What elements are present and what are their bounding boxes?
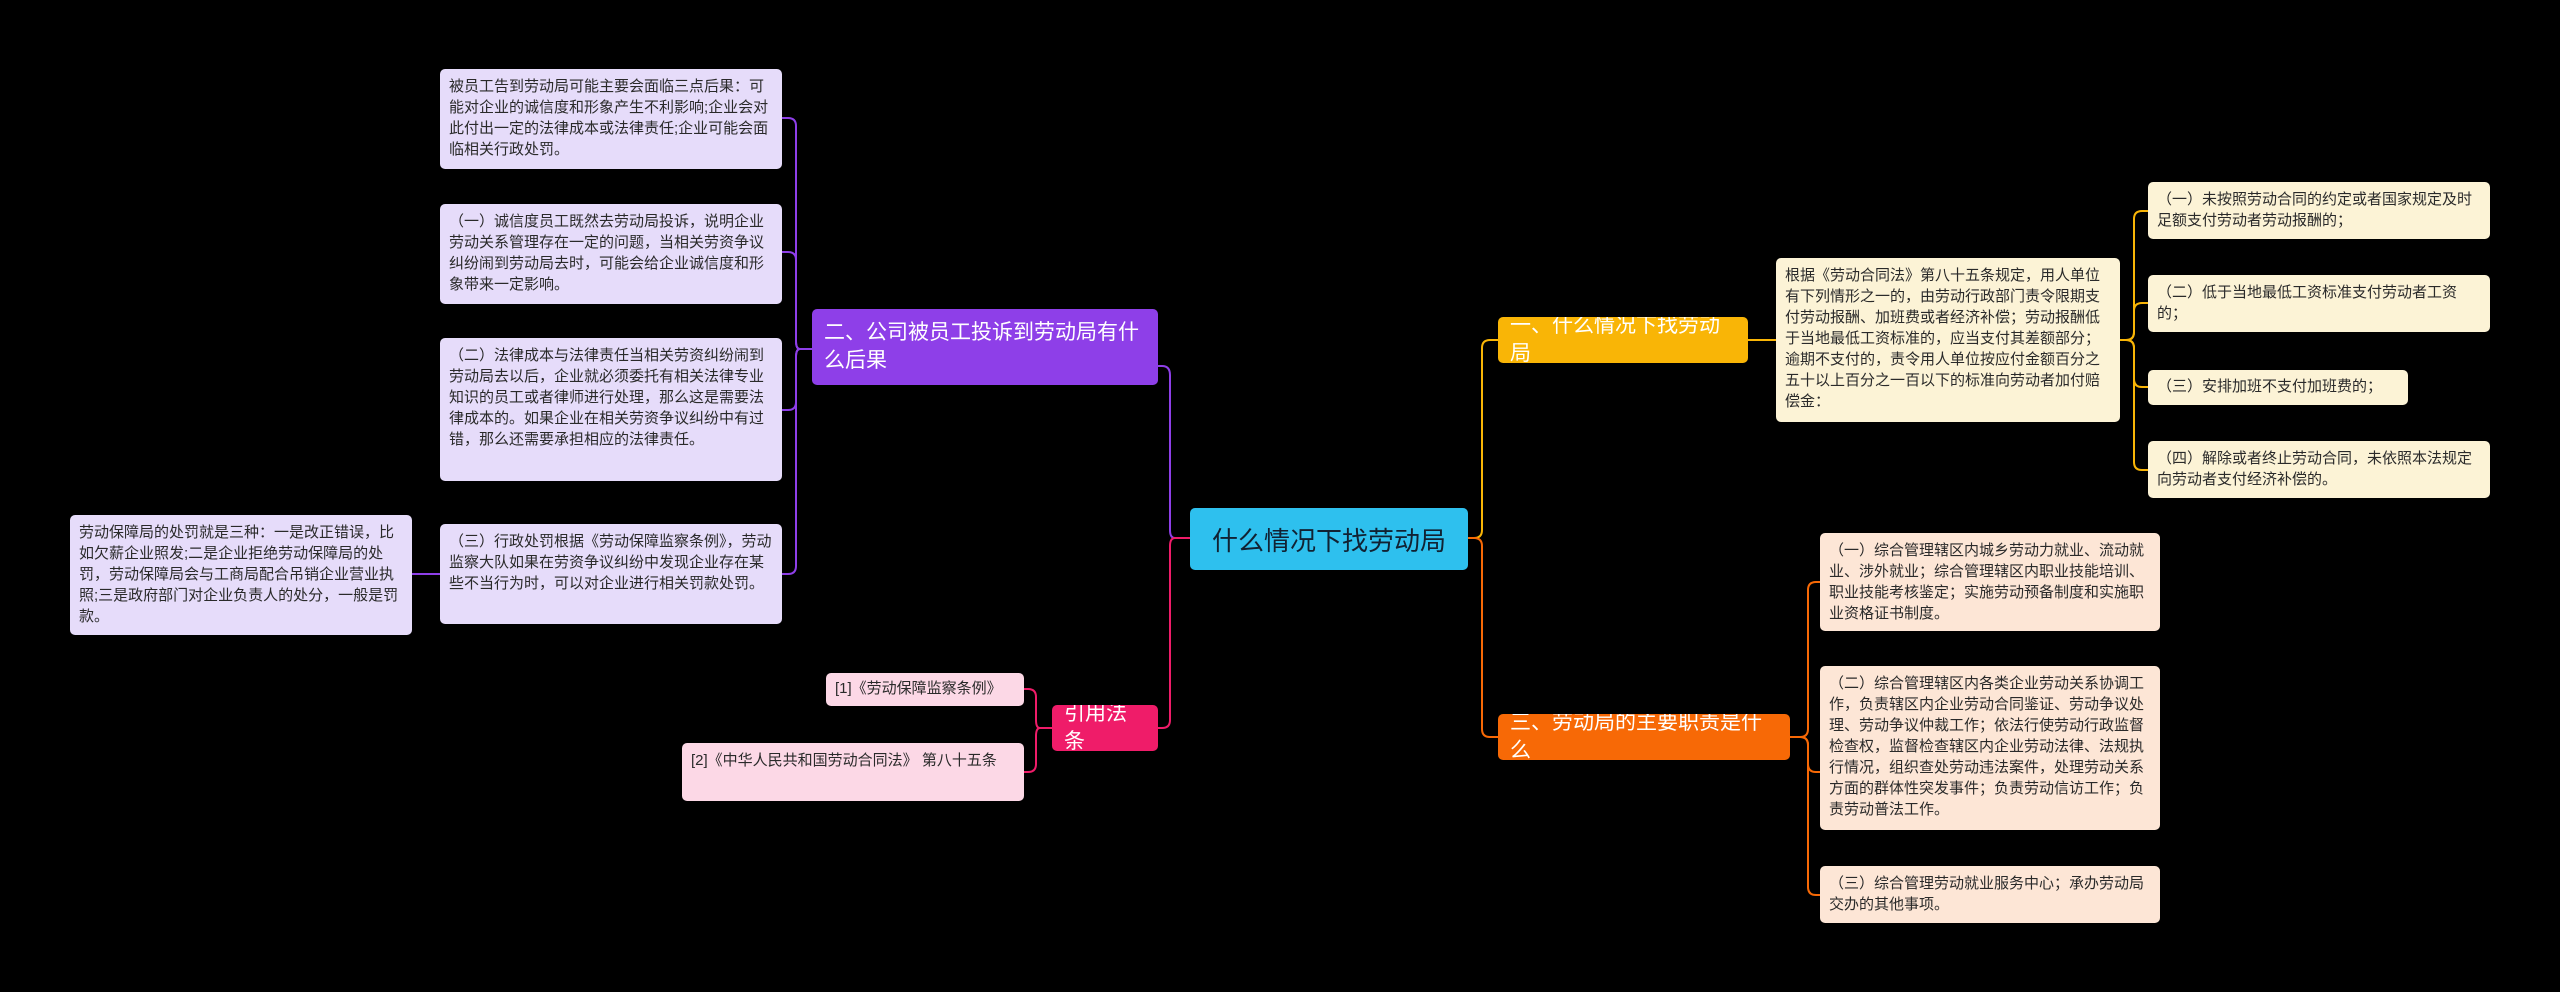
branch-duties-label: 三、劳动局的主要职责是什么	[1510, 714, 1762, 760]
yellow-connectors	[1748, 210, 2148, 471]
citation-1[interactable]: [1]《劳动保障监察条例》	[826, 673, 1024, 706]
orange-item-2-text: （二）综合管理辖区内各类企业劳动关系协调工作，负责辖区内企业劳动合同鉴证、劳动争…	[1829, 675, 2145, 818]
branch-citations-label: 引用法条	[1064, 705, 1127, 751]
connector-root-purple	[1158, 365, 1190, 539]
yellow-item-2[interactable]: （二）低于当地最低工资标准支付劳动者工资的；	[2148, 275, 2490, 332]
citation-1-text: [1]《劳动保障监察条例》	[835, 680, 1002, 697]
yellow-intro[interactable]: 根据《劳动合同法》第八十五条规定，用人单位有下列情形之一的，由劳动行政部门责令限…	[1776, 258, 2120, 422]
branch-duties[interactable]: 三、劳动局的主要职责是什么	[1498, 714, 1790, 760]
branch-when-to-go[interactable]: 一、什么情况下找劳动局	[1498, 317, 1748, 363]
purple-leaf-3[interactable]: （二）法律成本与法律责任当相关劳资纠纷闹到劳动局去以后，企业就必须委托有相关法律…	[440, 338, 782, 481]
orange-item-3[interactable]: （三）综合管理劳动就业服务中心；承办劳动局交办的其他事项。	[1820, 866, 2160, 923]
branch-when-to-go-label: 一、什么情况下找劳动局	[1510, 317, 1720, 363]
yellow-item-1[interactable]: （一）未按照劳动合同的约定或者国家规定及时足额支付劳动者劳动报酬的；	[2148, 182, 2490, 239]
orange-item-2[interactable]: （二）综合管理辖区内各类企业劳动关系协调工作，负责辖区内企业劳动合同鉴证、劳动争…	[1820, 666, 2160, 830]
branch-consequences[interactable]: 二、公司被员工投诉到劳动局有什么后果	[812, 309, 1158, 385]
yellow-item-1-text: （一）未按照劳动合同的约定或者国家规定及时足额支付劳动者劳动报酬的；	[2157, 191, 2473, 229]
purple-leaf-2[interactable]: （一）诚信度员工既然去劳动局投诉，说明企业劳动关系管理存在一定的问题，当相关劳资…	[440, 204, 782, 304]
purple-leaf-1-text: 被员工告到劳动局可能主要会面临三点后果：可能对企业的诚信度和形象产生不利影响;企…	[449, 78, 769, 158]
connector-root-pink	[1158, 537, 1190, 729]
purple-subleaf-penalty[interactable]: 劳动保障局的处罚就是三种：一是改正错误，比如欠薪企业照发;二是企业拒绝劳动保障局…	[70, 515, 412, 635]
purple-connectors	[412, 117, 812, 575]
connector-root-orange	[1468, 537, 1498, 738]
purple-leaf-4-text: （三）行政处罚根据《劳动保障监察条例》，劳动监察大队如果在劳资争议纠纷中发现企业…	[449, 533, 772, 592]
root-connectors	[1158, 339, 1498, 738]
branch-consequences-label: 二、公司被员工投诉到劳动局有什么后果	[824, 321, 1139, 372]
citation-2[interactable]: [2]《中华人民共和国劳动合同法》 第八十五条	[682, 743, 1024, 801]
root-title: 什么情况下找劳动局	[1211, 525, 1446, 556]
connector-root-yellow	[1468, 339, 1498, 539]
yellow-item-4-text: （四）解除或者终止劳动合同，未依照本法规定向劳动者支付经济补偿的。	[2157, 450, 2473, 488]
pink-connectors	[1024, 688, 1052, 773]
orange-connectors	[1790, 581, 1820, 896]
orange-item-1-text: （一）综合管理辖区内城乡劳动力就业、流动就业、涉外就业；综合管理辖区内职业技能培…	[1829, 542, 2145, 622]
purple-leaf-3-text: （二）法律成本与法律责任当相关劳资纠纷闹到劳动局去以后，企业就必须委托有相关法律…	[449, 347, 765, 448]
root-topic[interactable]: 什么情况下找劳动局	[1190, 508, 1468, 570]
yellow-item-4[interactable]: （四）解除或者终止劳动合同，未依照本法规定向劳动者支付经济补偿的。	[2148, 441, 2490, 498]
branch-citations[interactable]: 引用法条	[1052, 705, 1158, 751]
orange-item-1[interactable]: （一）综合管理辖区内城乡劳动力就业、流动就业、涉外就业；综合管理辖区内职业技能培…	[1820, 533, 2160, 631]
yellow-item-2-text: （二）低于当地最低工资标准支付劳动者工资的；	[2157, 284, 2458, 322]
orange-item-3-text: （三）综合管理劳动就业服务中心；承办劳动局交办的其他事项。	[1829, 875, 2145, 913]
purple-leaf-1[interactable]: 被员工告到劳动局可能主要会面临三点后果：可能对企业的诚信度和形象产生不利影响;企…	[440, 69, 782, 169]
yellow-item-3-text: （三）安排加班不支付加班费的；	[2157, 378, 2383, 395]
yellow-item-3[interactable]: （三）安排加班不支付加班费的；	[2148, 370, 2408, 405]
purple-leaf-4[interactable]: （三）行政处罚根据《劳动保障监察条例》，劳动监察大队如果在劳资争议纠纷中发现企业…	[440, 524, 782, 624]
citation-2-text: [2]《中华人民共和国劳动合同法》 第八十五条	[691, 752, 997, 769]
yellow-intro-text: 根据《劳动合同法》第八十五条规定，用人单位有下列情形之一的，由劳动行政部门责令限…	[1785, 267, 2101, 410]
purple-subleaf-penalty-text: 劳动保障局的处罚就是三种：一是改正错误，比如欠薪企业照发;二是企业拒绝劳动保障局…	[79, 524, 399, 625]
purple-leaf-2-text: （一）诚信度员工既然去劳动局投诉，说明企业劳动关系管理存在一定的问题，当相关劳资…	[449, 213, 765, 293]
